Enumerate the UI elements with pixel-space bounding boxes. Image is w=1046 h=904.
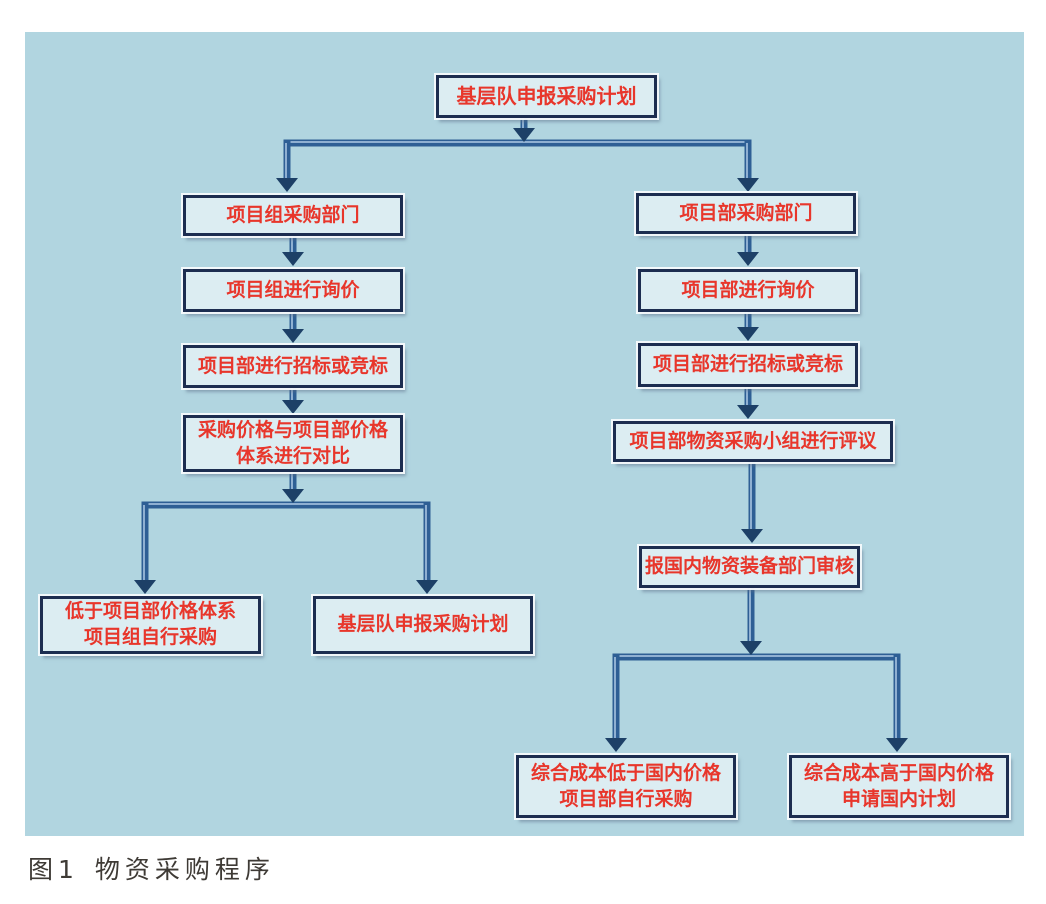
figure-caption: 图1 物资采购程序 xyxy=(28,850,275,886)
flow-node-right-review-group: 项目部物资采购小组进行评议 xyxy=(613,421,893,462)
flow-node-label: 报国内物资装备部门审核 xyxy=(644,555,854,578)
flow-node-left-self-purchase: 低于项目部价格体系 项目组自行采购 xyxy=(40,596,261,654)
flow-node-label: 项目部物资采购小组进行评议 xyxy=(629,429,877,452)
flow-node-label: 项目组进行询价 xyxy=(226,278,360,301)
flow-node-label: 基层队申报采购计划 xyxy=(337,613,509,636)
figure-number: 图1 xyxy=(28,855,79,884)
flow-node-label: 项目组采购部门 xyxy=(226,203,360,226)
flow-node-left-purchasing-dept: 项目组采购部门 xyxy=(183,195,403,236)
flow-node-right-bidding: 项目部进行招标或竞标 xyxy=(638,343,858,387)
flow-node-right-purchasing-dept: 项目部采购部门 xyxy=(636,193,856,234)
flow-node-label: 低于项目部价格体系 项目组自行采购 xyxy=(64,600,236,648)
figure-title: 物资采购程序 xyxy=(94,855,275,884)
flow-node-left-bidding: 项目部进行招标或竞标 xyxy=(183,345,403,388)
flow-node-left-price-compare: 采购价格与项目部价格 体系进行对比 xyxy=(183,415,403,472)
flow-node-label: 项目部采购部门 xyxy=(679,201,813,224)
flow-node-label: 采购价格与项目部价格 体系进行对比 xyxy=(197,418,388,467)
flow-node-start: 基层队申报采购计划 xyxy=(436,75,657,118)
flow-node-left-inquiry: 项目组进行询价 xyxy=(183,269,403,312)
flow-node-right-cost-higher: 综合成本高于国内价格 申请国内计划 xyxy=(789,755,1009,818)
flow-node-left-report-plan: 基层队申报采购计划 xyxy=(313,596,533,654)
flow-node-label: 综合成本高于国内价格 申请国内计划 xyxy=(803,761,994,810)
flow-node-label: 项目部进行招标或竞标 xyxy=(197,354,388,377)
flow-node-right-domestic-audit: 报国内物资装备部门审核 xyxy=(639,546,860,588)
flow-node-label: 项目部进行招标或竞标 xyxy=(652,353,843,376)
flow-node-label: 基层队申报采购计划 xyxy=(456,84,637,108)
flow-node-right-inquiry: 项目部进行询价 xyxy=(638,269,858,312)
flow-node-label: 项目部进行询价 xyxy=(681,278,815,301)
flow-node-right-cost-lower: 综合成本低于国内价格 项目部自行采购 xyxy=(516,755,736,818)
flow-node-label: 综合成本低于国内价格 项目部自行采购 xyxy=(530,761,721,810)
